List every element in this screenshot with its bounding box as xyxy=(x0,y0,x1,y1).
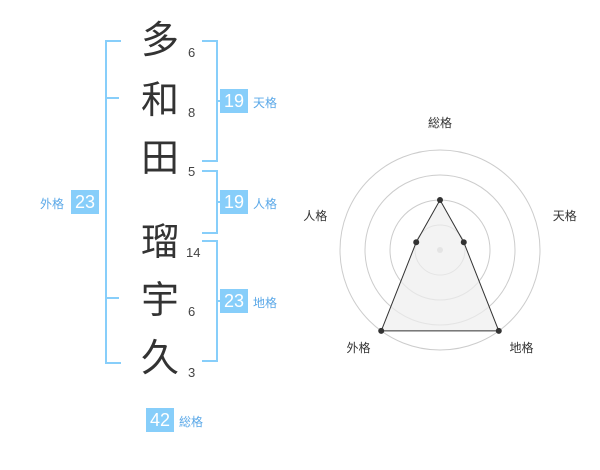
radar-axis-label: 外格 xyxy=(346,341,371,356)
radar-point-1 xyxy=(437,197,443,203)
radar-grid-ring xyxy=(339,149,541,351)
tenkaku-label: 天格 xyxy=(253,96,278,110)
gaikaku-bracket-tick xyxy=(105,97,119,99)
radar-point-3 xyxy=(495,327,502,334)
stroke-count-5: 6 xyxy=(188,304,196,319)
chikaku-value-badge: 23 xyxy=(220,289,248,313)
soukaku-value-badge: 42 xyxy=(146,408,174,432)
gaikaku-value-badge: 23 xyxy=(71,190,99,214)
radar-axis-label: 総格 xyxy=(428,116,453,130)
radar-axis-label: 人格 xyxy=(303,208,328,223)
gaikaku-label: 外格 xyxy=(40,197,65,211)
radar-series-polygon xyxy=(380,198,500,332)
jinkaku-label: 人格 xyxy=(253,197,278,211)
name-char-2: 和 xyxy=(140,78,179,122)
tenkaku-value-badge: 19 xyxy=(220,89,248,113)
stroke-count-6: 3 xyxy=(188,365,196,380)
radar-axis-label: 地格 xyxy=(509,341,534,356)
stroke-count-1: 6 xyxy=(188,45,196,60)
chikaku-connector xyxy=(216,300,222,302)
name-char-3: 田 xyxy=(140,136,179,180)
radar-point-4 xyxy=(378,327,385,334)
jinkaku-connector xyxy=(216,201,222,203)
name-char-6: 久 xyxy=(140,336,179,380)
gaikaku-bracket-tick xyxy=(105,297,119,299)
stroke-count-4: 14 xyxy=(186,245,201,260)
name-char-1: 多 xyxy=(140,18,179,62)
stroke-count-3: 5 xyxy=(188,164,196,179)
name-char-4: 瑠 xyxy=(140,220,179,264)
chikaku-label: 地格 xyxy=(253,296,278,310)
soukaku-label: 総格 xyxy=(179,415,204,429)
name-char-5: 宇 xyxy=(140,278,179,322)
radar-point-5 xyxy=(413,239,420,246)
radar-point-2 xyxy=(460,239,467,246)
jinkaku-value-badge: 19 xyxy=(220,190,248,214)
radar-chart xyxy=(339,149,541,351)
gaikaku-bracket xyxy=(105,40,121,364)
stroke-count-2: 8 xyxy=(188,105,196,120)
radar-axis-label: 天格 xyxy=(552,208,577,223)
tenkaku-connector xyxy=(216,100,222,102)
